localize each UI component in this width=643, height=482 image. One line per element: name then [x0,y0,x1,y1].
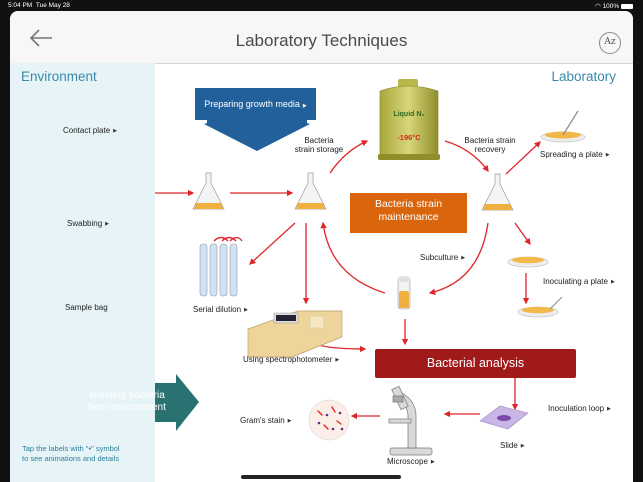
arrow-storage-to-tank [329,140,369,174]
arrow-subculture-to-storage [320,221,386,294]
bacterial-analysis-button[interactable]: Bacterial analysis [375,349,576,378]
instruction-tip: Tap the labels with "•" symbol to see an… [22,444,120,464]
az-index-icon[interactable]: Az [599,32,621,54]
inoculation-loop-label[interactable]: Inoculation loop▶ [548,404,611,413]
serial-dilution-tubes-illustration [199,243,238,297]
slide-label[interactable]: Slide▶ [500,441,525,450]
microscope-illustration [388,385,433,456]
spectrophotometer-illustration [247,310,343,358]
microscope-label[interactable]: Microscope▶ [387,457,435,466]
sample-bag-label: Sample bag [65,303,108,312]
inoculating-plate-illustration-1 [507,256,549,268]
spectrophotometer-label[interactable]: Using spectrophotometer▶ [243,355,340,364]
slide-illustration [479,405,529,430]
spreading-plate-illustration [540,110,586,143]
nav-bar: Laboratory Techniques Az [10,11,633,64]
inoculating-plate-illustration-2 [517,296,563,318]
status-bar: 5:04 PM Tue May 28 ◠ 100% [0,0,643,11]
laboratory-heading: Laboratory [551,69,616,84]
subculture-label[interactable]: Subculture▶ [420,253,466,262]
liquid-nitrogen-tank-illustration [378,79,440,160]
page-title: Laboratory Techniques [235,31,408,50]
status-battery: ◠ 100% [595,2,633,10]
gram-stain-illustration [308,399,350,441]
app-window: Laboratory Techniques Az Environment Lab… [10,11,633,482]
grams-stain-label[interactable]: Gram's stain▶ [240,416,292,425]
arrow-tank-to-recovery [444,140,489,173]
tank-label: Liquid N₂ [393,111,425,118]
home-indicator[interactable] [241,475,401,479]
arrow-to-dilution [249,222,296,265]
inoculating-plate-label[interactable]: Inoculating a plate▶ [543,277,615,286]
flask-1-illustration [192,172,225,210]
tank-temperature: -196°C [397,133,421,142]
wifi-icon: ◠ [595,3,601,10]
preparing-growth-media-button[interactable]: Preparing growth media▶ [195,88,316,120]
dilution-arc-1 [213,236,229,242]
environment-heading: Environment [21,69,97,84]
serial-dilution-label[interactable]: Serial dilution▶ [193,305,248,314]
back-arrow-icon [29,29,52,47]
arrow-to-subculture [428,222,489,295]
flask-3-illustration [481,173,514,211]
flask-2-illustration [294,172,327,210]
arrow-to-spreading [505,141,541,175]
environment-panel: Environment [10,63,155,482]
battery-icon [621,4,633,9]
status-time: 5:04 PM Tue May 28 [8,2,70,9]
swabbing-label[interactable]: Swabbing▶ [67,219,109,228]
subculture-vial-illustration [397,276,411,310]
spreading-plate-label[interactable]: Spreading a plate▶ [540,150,610,159]
contact-plate-label[interactable]: Contact plate▶ [63,126,117,135]
back-button[interactable] [28,27,54,49]
arrow-to-inoculating [514,222,531,246]
